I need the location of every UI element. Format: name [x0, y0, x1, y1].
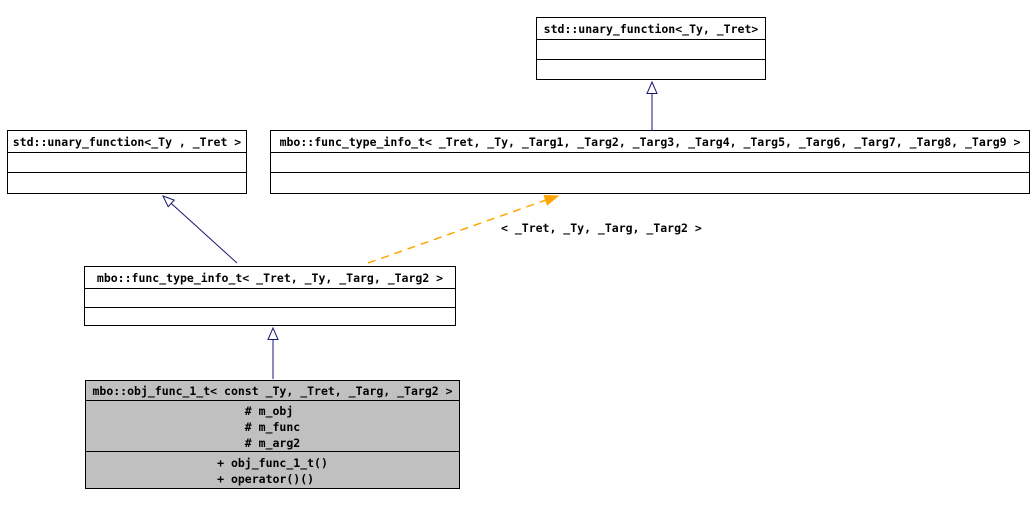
empty-attributes-compartment	[271, 153, 1029, 173]
attribute-m-arg2: # m_arg2	[244, 436, 301, 450]
class-title: mbo::obj_func_1_t< const _Ty, _Tret, _Ta…	[86, 381, 459, 401]
empty-methods-compartment	[271, 173, 1029, 193]
class-box-std-unary-function-top[interactable]: std::unary_function<_Ty, _Tret>	[536, 17, 766, 80]
inheritance-arrow-middle-to-left	[162, 195, 238, 264]
class-box-std-unary-function-left[interactable]: std::unary_function<_Ty , _Tret >	[7, 130, 247, 194]
empty-attributes-compartment	[85, 289, 455, 308]
empty-attributes-compartment	[8, 153, 246, 173]
template-args-label: < _Tret, _Ty, _Targ, _Targ2 >	[501, 221, 702, 235]
inheritance-arrow-bottom-to-middle	[267, 326, 279, 379]
method-constructor: + obj_func_1_t()	[217, 456, 328, 470]
methods-compartment: + obj_func_1_t() + operator()()	[86, 452, 459, 488]
empty-methods-compartment	[8, 173, 246, 193]
attribute-m-func: # m_func	[244, 420, 301, 434]
attribute-m-obj: # m_obj	[244, 404, 294, 418]
class-title: mbo::func_type_info_t< _Tret, _Ty, _Targ…	[85, 267, 455, 289]
inheritance-arrow-right-to-top	[646, 80, 658, 131]
class-title: std::unary_function<_Ty , _Tret >	[8, 131, 246, 153]
empty-methods-compartment	[537, 60, 765, 79]
class-box-func-type-info-2args[interactable]: mbo::func_type_info_t< _Tret, _Ty, _Targ…	[84, 266, 456, 326]
class-title: std::unary_function<_Ty, _Tret>	[537, 18, 765, 40]
attributes-compartment: # m_obj # m_func # m_arg2	[86, 401, 459, 452]
class-box-obj-func-1-t[interactable]: mbo::obj_func_1_t< const _Ty, _Tret, _Ta…	[85, 380, 460, 489]
class-title: mbo::func_type_info_t< _Tret, _Ty, _Targ…	[271, 131, 1029, 153]
class-box-func-type-info-9args[interactable]: mbo::func_type_info_t< _Tret, _Ty, _Targ…	[270, 130, 1030, 194]
empty-attributes-compartment	[537, 40, 765, 60]
empty-methods-compartment	[85, 308, 455, 325]
method-call-operator: + operator()()	[217, 472, 315, 486]
